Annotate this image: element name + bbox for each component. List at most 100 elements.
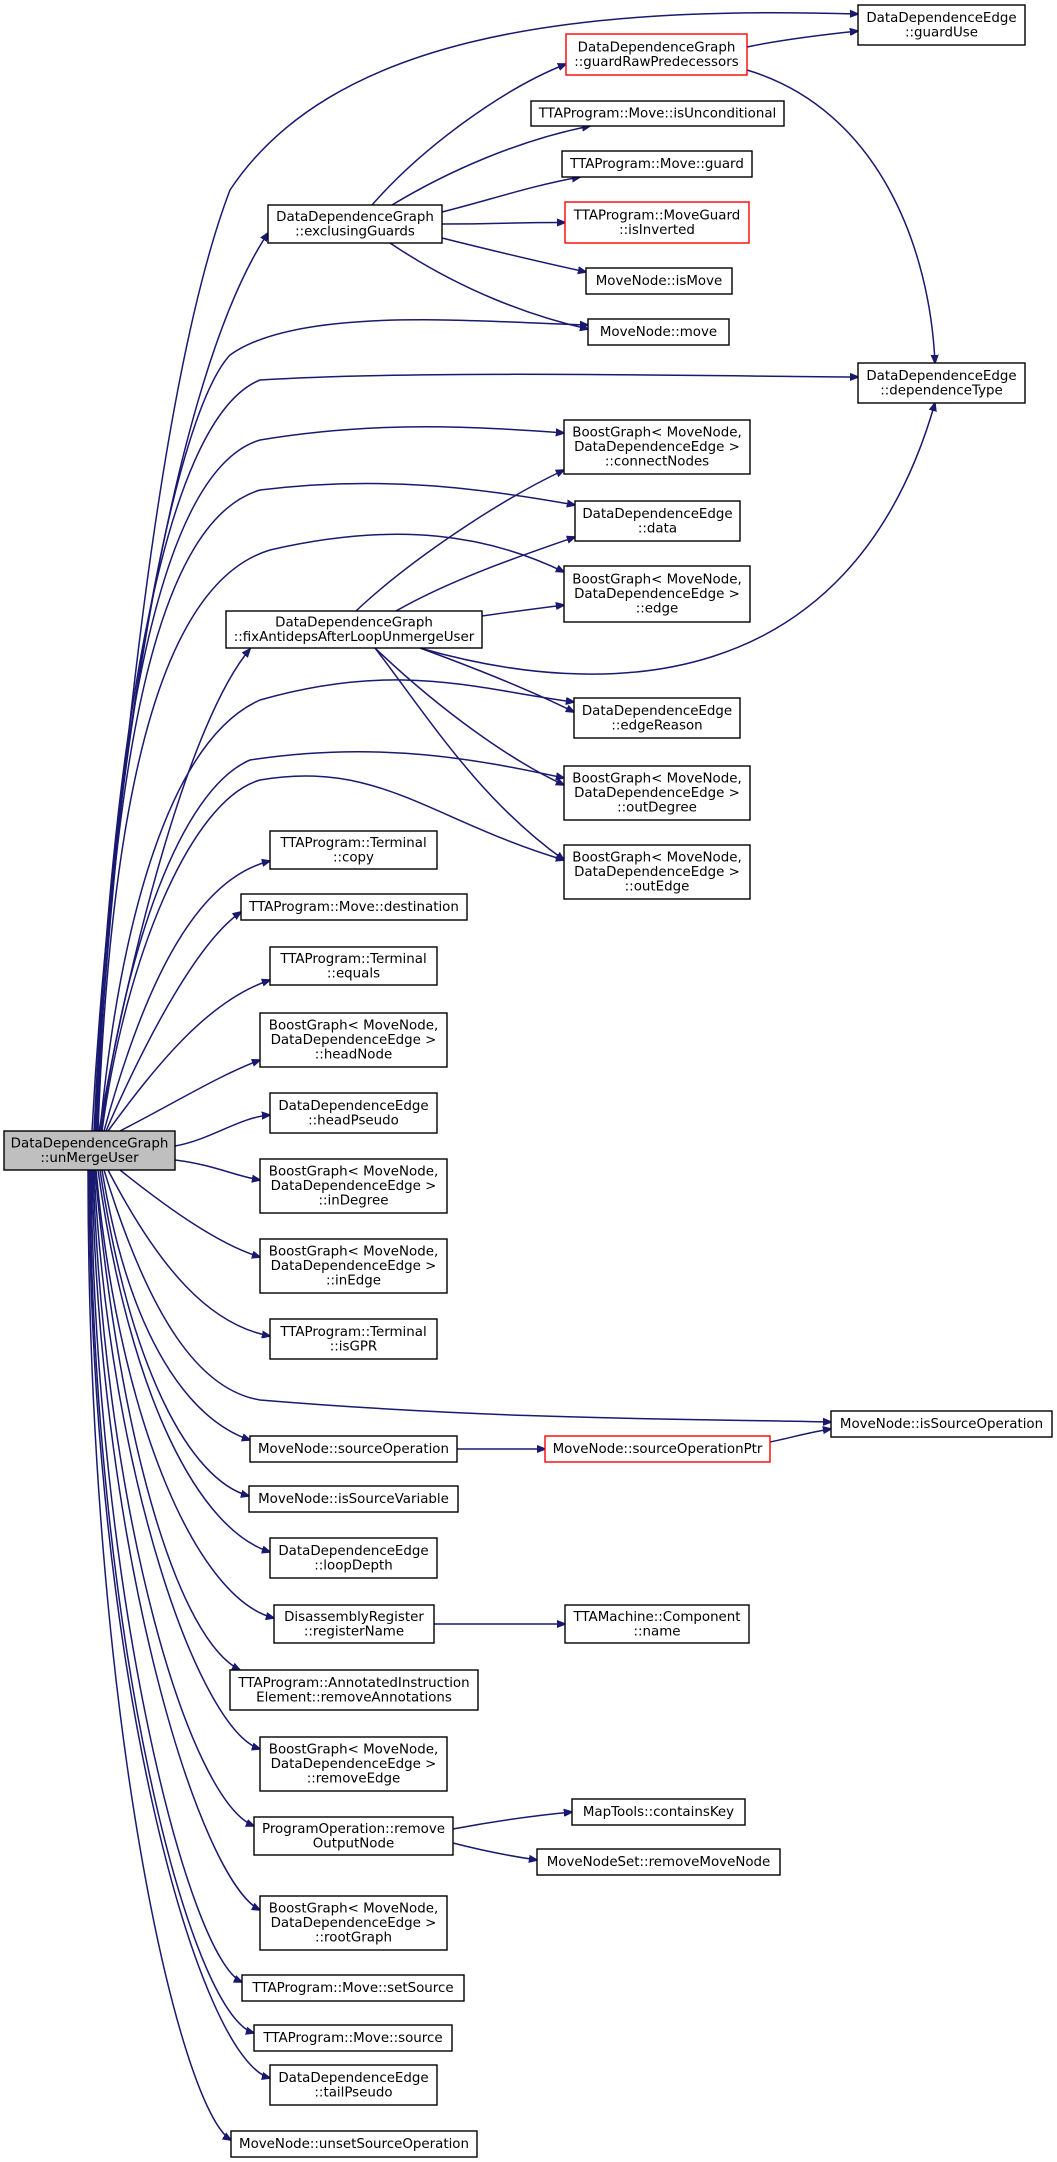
node-box[interactable] bbox=[259, 1158, 448, 1214]
node-inEdge[interactable]: BoostGraph< MoveNode,DataDependenceEdge … bbox=[259, 1238, 448, 1294]
node-loopDepth[interactable]: DataDependenceEdge::loopDepth bbox=[269, 1537, 438, 1579]
node-tailPseudo[interactable]: DataDependenceEdge::tailPseudo bbox=[269, 2064, 438, 2106]
node-isSrcOp[interactable]: MoveNode::isSourceOperation bbox=[830, 1410, 1053, 1438]
node-depType[interactable]: DataDependenceEdge::dependenceType bbox=[857, 362, 1026, 404]
node-box[interactable] bbox=[273, 1604, 435, 1644]
node-moveDest[interactable]: TTAProgram::Move::destination bbox=[240, 893, 468, 921]
node-box[interactable] bbox=[536, 1848, 781, 1876]
node-connectNodes[interactable]: BoostGraph< MoveNode,DataDependenceEdge … bbox=[563, 419, 751, 475]
node-exclGuards[interactable]: DataDependenceGraph::exclusingGuards bbox=[267, 204, 443, 244]
node-setSource[interactable]: TTAProgram::Move::setSource bbox=[241, 1974, 465, 2002]
node-label: DataDependenceEdge > bbox=[574, 440, 740, 455]
node-box[interactable] bbox=[249, 1435, 458, 1463]
node-box[interactable] bbox=[253, 1816, 454, 1856]
node-isGPR[interactable]: TTAProgram::Terminal::isGPR bbox=[269, 1318, 438, 1360]
node-box[interactable] bbox=[857, 362, 1026, 404]
node-box[interactable] bbox=[269, 2064, 438, 2106]
edge-line bbox=[92, 1169, 254, 1826]
node-layer: DataDependenceGraph::unMergeUserDataDepe… bbox=[3, 4, 1053, 2158]
node-box[interactable] bbox=[248, 1485, 459, 1513]
node-outDegree[interactable]: BoostGraph< MoveNode,DataDependenceEdge … bbox=[563, 765, 751, 821]
node-outEdge[interactable]: BoostGraph< MoveNode,DataDependenceEdge … bbox=[563, 844, 751, 900]
edge-exclGuards-to-isUncond bbox=[391, 126, 590, 206]
node-box[interactable] bbox=[544, 1435, 771, 1463]
node-moveSource[interactable]: TTAProgram::Move::source bbox=[253, 2024, 453, 2052]
edge-root-to-edgeReason bbox=[99, 679, 574, 1132]
node-box[interactable] bbox=[3, 1130, 176, 1171]
node-box[interactable] bbox=[587, 318, 730, 346]
node-box[interactable] bbox=[269, 830, 438, 870]
node-box[interactable] bbox=[229, 1669, 479, 1711]
node-guardRawPred[interactable]: DataDependenceGraph::guardRawPredecessor… bbox=[565, 33, 748, 76]
node-box[interactable] bbox=[561, 150, 753, 178]
node-box[interactable] bbox=[259, 1012, 448, 1068]
node-box[interactable] bbox=[269, 1318, 438, 1360]
node-box[interactable] bbox=[574, 500, 741, 542]
node-isSrcVar[interactable]: MoveNode::isSourceVariable bbox=[248, 1485, 459, 1513]
node-box[interactable] bbox=[563, 419, 751, 475]
node-moveGuard[interactable]: TTAProgram::Move::guard bbox=[561, 150, 753, 178]
node-termCopy[interactable]: TTAProgram::Terminal::copy bbox=[269, 830, 438, 870]
node-box[interactable] bbox=[857, 4, 1026, 46]
node-box[interactable] bbox=[269, 1092, 438, 1134]
node-box[interactable] bbox=[259, 1238, 448, 1294]
node-box[interactable] bbox=[563, 765, 751, 821]
node-edgeReason[interactable]: DataDependenceEdge::edgeReason bbox=[573, 697, 741, 739]
edge-line bbox=[395, 537, 575, 612]
node-box[interactable] bbox=[573, 697, 741, 739]
node-removeMoveNode[interactable]: MoveNodeSet::removeMoveNode bbox=[536, 1848, 781, 1876]
node-isInverted[interactable]: TTAProgram::MoveGuard::isInverted bbox=[564, 201, 750, 244]
node-box[interactable] bbox=[259, 1895, 448, 1951]
node-label: DisassemblyRegister bbox=[284, 1610, 424, 1625]
node-srcOpPtr[interactable]: MoveNode::sourceOperationPtr bbox=[544, 1435, 771, 1463]
node-root[interactable]: DataDependenceGraph::unMergeUser bbox=[3, 1130, 176, 1171]
node-box[interactable] bbox=[267, 204, 443, 244]
node-box[interactable] bbox=[530, 100, 785, 127]
node-label: BoostGraph< MoveNode, bbox=[269, 1019, 438, 1034]
edge-line bbox=[174, 1159, 260, 1180]
node-box[interactable] bbox=[565, 33, 748, 76]
node-box[interactable] bbox=[269, 946, 438, 986]
node-regName[interactable]: DisassemblyRegister::registerName bbox=[273, 1604, 435, 1644]
node-label: TTAProgram::Move::source bbox=[262, 2031, 442, 2046]
node-box[interactable] bbox=[230, 2130, 478, 2158]
node-srcOp[interactable]: MoveNode::sourceOperation bbox=[249, 1435, 458, 1463]
node-unsetSrcOp[interactable]: MoveNode::unsetSourceOperation bbox=[230, 2130, 478, 2158]
node-box[interactable] bbox=[259, 1736, 448, 1792]
node-label: MoveNode::isSourceVariable bbox=[258, 1492, 449, 1507]
node-bgEdge[interactable]: BoostGraph< MoveNode,DataDependenceEdge … bbox=[563, 565, 751, 623]
node-box[interactable] bbox=[563, 565, 751, 623]
node-box[interactable] bbox=[585, 267, 733, 295]
node-box[interactable] bbox=[241, 1974, 465, 2002]
node-mnMove[interactable]: MoveNode::move bbox=[587, 318, 730, 346]
node-compName[interactable]: TTAMachine::Component::name bbox=[564, 1604, 750, 1644]
node-box[interactable] bbox=[240, 893, 468, 921]
node-box[interactable] bbox=[564, 201, 750, 244]
node-isUncond[interactable]: TTAProgram::Move::isUnconditional bbox=[530, 100, 785, 127]
node-inDegree[interactable]: BoostGraph< MoveNode,DataDependenceEdge … bbox=[259, 1158, 448, 1214]
node-isMove[interactable]: MoveNode::isMove bbox=[585, 267, 733, 295]
node-termEquals[interactable]: TTAProgram::Terminal::equals bbox=[269, 946, 438, 986]
node-box[interactable] bbox=[253, 2024, 453, 2052]
node-fixAnti[interactable]: DataDependenceGraph::fixAntidepsAfterLoo… bbox=[225, 610, 483, 649]
node-rootGraph[interactable]: BoostGraph< MoveNode,DataDependenceEdge … bbox=[259, 1895, 448, 1951]
node-box[interactable] bbox=[830, 1410, 1053, 1438]
node-box[interactable] bbox=[564, 1604, 750, 1644]
node-label: ::inDegree bbox=[319, 1194, 389, 1209]
node-edgeData[interactable]: DataDependenceEdge::data bbox=[574, 500, 741, 542]
node-box[interactable] bbox=[563, 844, 751, 900]
node-box[interactable] bbox=[571, 1798, 746, 1826]
node-containsKey[interactable]: MapTools::containsKey bbox=[571, 1798, 746, 1826]
node-removeAnn[interactable]: TTAProgram::AnnotatedInstructionElement:… bbox=[229, 1669, 479, 1711]
node-headPseudo[interactable]: DataDependenceEdge::headPseudo bbox=[269, 1092, 438, 1134]
node-headNode[interactable]: BoostGraph< MoveNode,DataDependenceEdge … bbox=[259, 1012, 448, 1068]
node-guardUse[interactable]: DataDependenceEdge::guardUse bbox=[857, 4, 1026, 46]
node-box[interactable] bbox=[269, 1537, 438, 1579]
node-box[interactable] bbox=[225, 610, 483, 649]
node-removeEdge[interactable]: BoostGraph< MoveNode,DataDependenceEdge … bbox=[259, 1736, 448, 1792]
node-label: BoostGraph< MoveNode, bbox=[572, 573, 741, 588]
node-label: ::isInverted bbox=[619, 223, 695, 238]
edge-root-to-isSrcVar bbox=[99, 1169, 249, 1496]
edge-root-to-depType bbox=[94, 374, 858, 1132]
